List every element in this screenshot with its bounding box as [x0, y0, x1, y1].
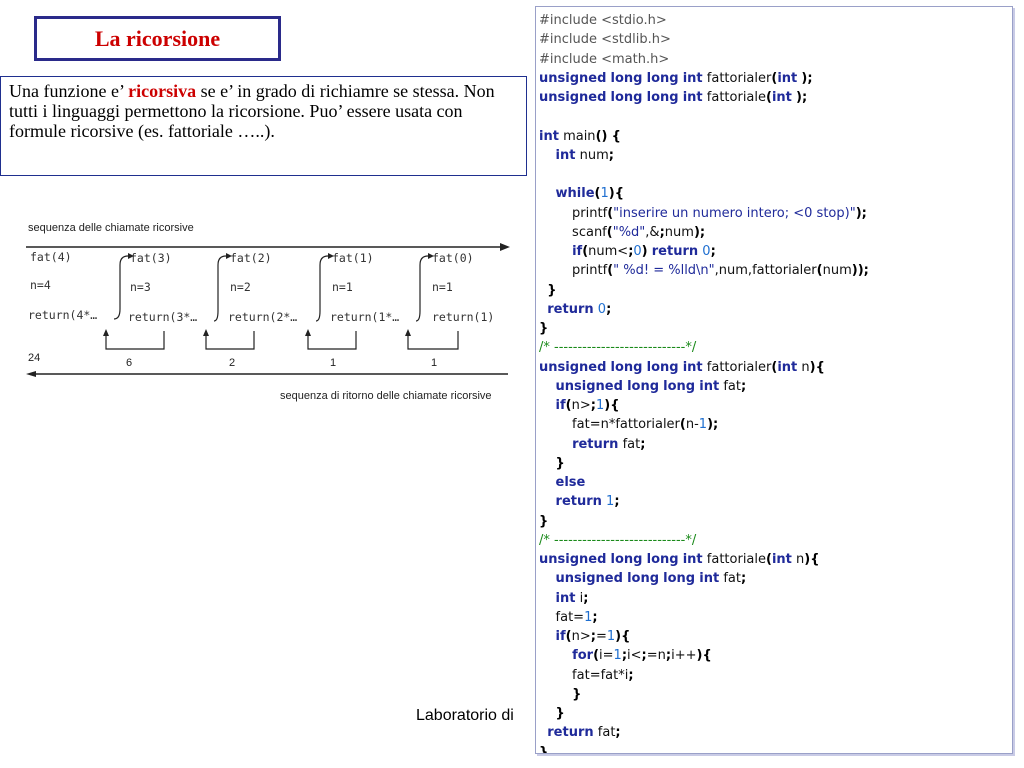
param-3: n=1 — [332, 280, 353, 294]
code-line: fat=1; — [539, 609, 598, 625]
slide-title: La ricorsione — [94, 25, 221, 51]
call-arrow-2 — [213, 255, 227, 322]
return-arrow-head-3 — [305, 329, 311, 336]
code-line: unsigned long long int fat; — [555, 378, 747, 394]
code-line: int main() { — [539, 128, 621, 144]
code-line: ​ — [539, 165, 869, 184]
code-line: unsigned long long int fattorialer(int n… — [539, 359, 825, 375]
code-line: scanf("%d",&;num); — [539, 224, 706, 240]
call-arrow-head-1 — [128, 253, 134, 259]
code-line: int i; — [555, 590, 589, 606]
code-line: } — [547, 282, 557, 298]
code-line: if(n>;1){ — [555, 398, 620, 413]
top-arrow-head — [500, 243, 510, 251]
return-1: return(3*… — [128, 310, 197, 324]
return-value-3: 1 — [330, 357, 336, 369]
code-line: if(num<;0) return 0; — [572, 244, 716, 259]
call-arrow-head-4 — [428, 253, 434, 259]
call-arrow-head-2 — [226, 253, 232, 259]
return-bracket-2 — [205, 331, 255, 350]
description-text-1: Una funzione e’ — [9, 81, 129, 101]
code-line: printf(" %d! = %lld\n",num,fattorialer(n… — [539, 263, 869, 279]
code-line: } — [555, 706, 565, 721]
return-0: return(4*… — [28, 308, 97, 322]
code-listing: #include <stdio.h> #include <stdlib.h> #in… — [539, 11, 869, 754]
return-value-2: 2 — [229, 357, 235, 369]
return-arrow-head-1 — [103, 329, 109, 336]
code-line: else — [555, 475, 586, 490]
code-line: unsigned long long int fattorialer(int )… — [539, 70, 813, 86]
return-value-4: 1 — [431, 357, 437, 369]
recursion-diagram: sequenza delle chiamate ricorsive fat(4)… — [22, 205, 512, 410]
param-0: n=4 — [30, 278, 51, 292]
title-box: La ricorsione — [34, 16, 281, 61]
code-line: return 1; — [555, 494, 620, 510]
top-caption: sequenza delle chiamate ricorsive — [28, 222, 194, 234]
bottom-caption: sequenza di ritorno delle chiamate ricor… — [280, 390, 492, 402]
code-line: while(1){ — [555, 186, 624, 202]
code-line: ​ — [539, 107, 869, 126]
code-line: return 0; — [547, 301, 612, 317]
code-line: fat=n*fattorialer(n-1); — [539, 417, 719, 433]
call-arrow-3 — [315, 255, 329, 322]
call-4: fat(0) — [432, 251, 474, 265]
code-line: } — [539, 321, 549, 336]
return-arrow-head-4 — [405, 329, 411, 336]
code-line: printf("inserire un numero intero; <0 st… — [539, 205, 867, 221]
call-arrow-head-3 — [328, 253, 334, 259]
call-arrow-4 — [415, 255, 429, 322]
code-line: #include <math.h> — [539, 51, 670, 67]
return-value-1: 6 — [126, 357, 132, 369]
return-3: return(1*… — [330, 310, 399, 324]
code-line: unsigned long long int fattoriale(int n)… — [539, 552, 820, 567]
return-2: return(2*… — [228, 310, 297, 324]
return-4: return(1) — [432, 310, 494, 324]
call-1: fat(3) — [130, 251, 172, 265]
description-text-2: se e’ in grado di richiamre se stessa. N… — [9, 81, 495, 141]
code-line: } — [539, 513, 549, 529]
code-line: #include <stdio.h> — [539, 13, 667, 28]
call-arrow-1 — [113, 255, 129, 320]
description-box: Una funzione e’ ricorsiva se e’ in grado… — [0, 76, 527, 176]
code-line: unsigned long long int fattoriale(int ); — [539, 90, 808, 105]
code-line: } — [555, 455, 565, 471]
code-line: } — [539, 744, 549, 754]
code-line: unsigned long long int fat; — [555, 571, 747, 587]
description-emphasis: ricorsiva — [128, 81, 197, 101]
return-bracket-1 — [105, 331, 165, 350]
call-0: fat(4) — [30, 250, 72, 264]
recursion-diagram-svg: sequenza delle chiamate ricorsive fat(4)… — [26, 222, 510, 402]
call-3: fat(1) — [332, 251, 374, 265]
code-line: #include <stdlib.h> — [539, 32, 671, 48]
call-2: fat(2) — [230, 251, 272, 265]
code-line: return fat; — [547, 725, 621, 741]
param-1: n=3 — [130, 280, 151, 294]
return-value-0: 24 — [28, 352, 40, 364]
param-4: n=1 — [432, 280, 453, 294]
return-bracket-3 — [307, 331, 357, 350]
code-line: return fat; — [572, 436, 646, 452]
code-line: int num; — [555, 147, 614, 163]
code-line: fat=fat*i; — [539, 667, 634, 683]
code-line: } — [572, 686, 582, 702]
return-arrow-head-2 — [203, 329, 209, 336]
code-panel: #include <stdio.h> #include <stdlib.h> #in… — [535, 6, 1013, 754]
return-bracket-4 — [407, 331, 459, 350]
bottom-arrow-head — [26, 371, 36, 377]
code-line: if(n>;=1){ — [555, 629, 631, 644]
param-2: n=2 — [230, 280, 251, 294]
footer-text: Laboratorio di — [416, 707, 514, 724]
code-line: for(i=1;i<;=n;i++){ — [572, 648, 712, 664]
code-line: /* ----------------------------*/ — [539, 532, 697, 548]
code-line: /* ----------------------------*/ — [539, 340, 697, 356]
